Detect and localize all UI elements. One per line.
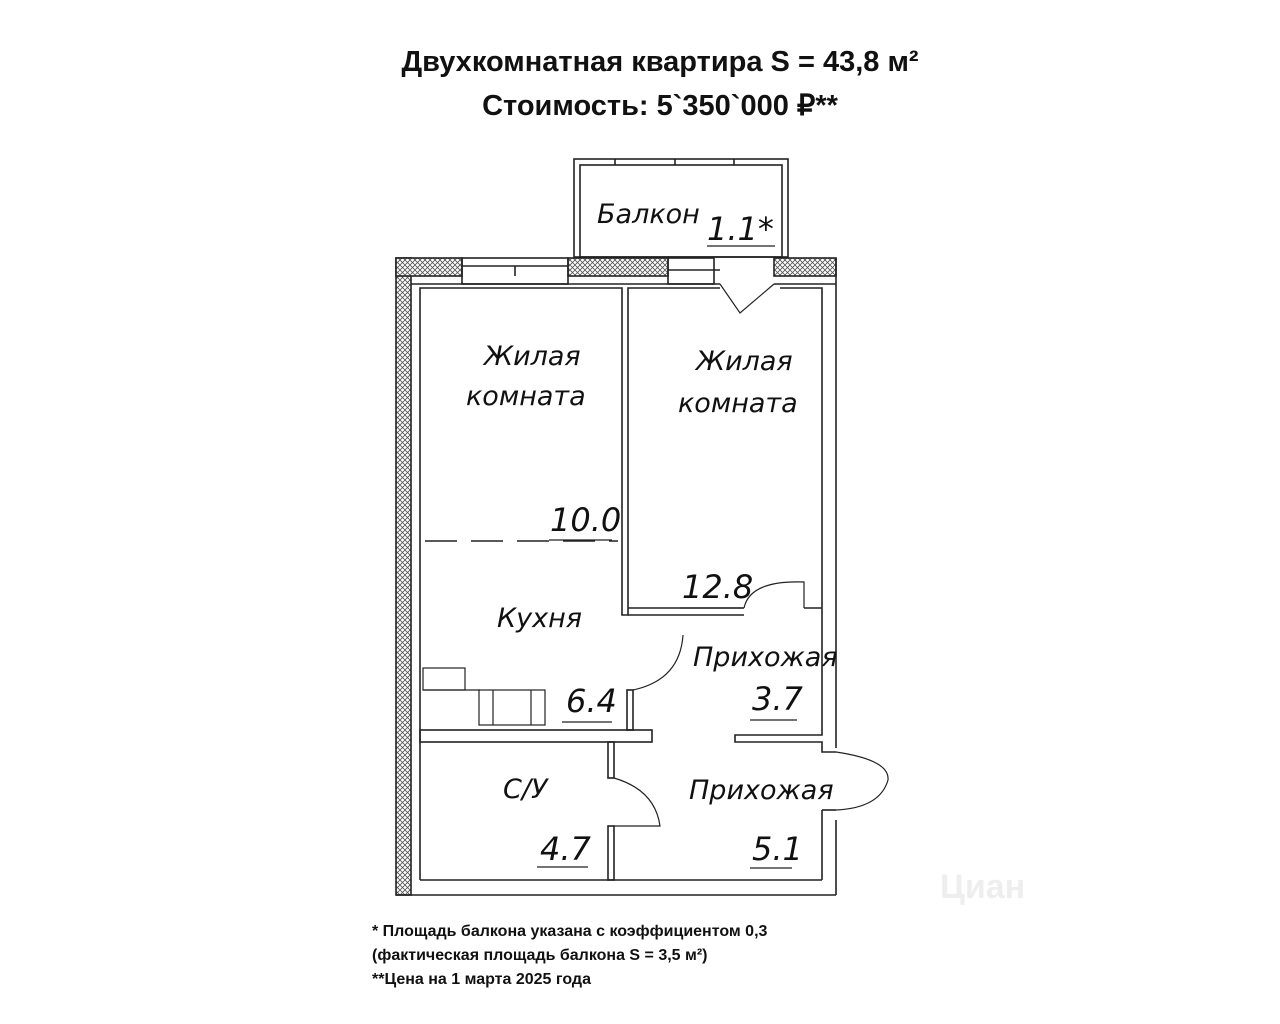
watermark: Циан <box>940 868 1026 906</box>
doors <box>613 283 889 827</box>
room-name: комната <box>466 381 586 412</box>
room-name: Жилая <box>694 346 793 377</box>
room-area: 5.1 <box>752 830 803 868</box>
exterior-walls <box>395 257 837 896</box>
room-area: 6.4 <box>566 682 617 720</box>
room-name: Прихожая <box>693 642 838 673</box>
room-name: Жилая <box>482 341 581 372</box>
room-area: 4.7 <box>540 830 592 868</box>
room-labels: Балкон 1.1* Жилая комната 10.0 Жилая ком… <box>466 199 838 868</box>
room-name: Кухня <box>497 603 582 634</box>
note-price-date: **Цена на 1 марта 2025 года <box>372 971 591 988</box>
footnotes: * Площадь балкона указана с коэффициенто… <box>372 920 767 992</box>
room-name: комната <box>678 388 798 419</box>
balcony <box>573 158 789 258</box>
room-name: Прихожая <box>689 775 834 806</box>
room-area: 10.0 <box>550 501 621 539</box>
note-actual-balcony-area: (фактическая площадь балкона S = 3,5 м²) <box>372 947 708 964</box>
room-area: 3.7 <box>752 680 804 718</box>
plan-title: Двухкомнатная квартира S = 43,8 м² <box>401 46 919 78</box>
interior-walls <box>419 287 836 881</box>
note-balcony-coefficient: * Площадь балкона указана с коэффициенто… <box>372 923 768 940</box>
room-name: Балкон <box>597 199 700 230</box>
room-area: 1.1* <box>707 210 774 248</box>
room-name: С/У <box>503 774 549 805</box>
room-area: 12.8 <box>682 568 753 606</box>
kitchen-furniture <box>422 667 546 726</box>
price: Стоимость: 5`350`000 ₽** <box>482 90 838 122</box>
